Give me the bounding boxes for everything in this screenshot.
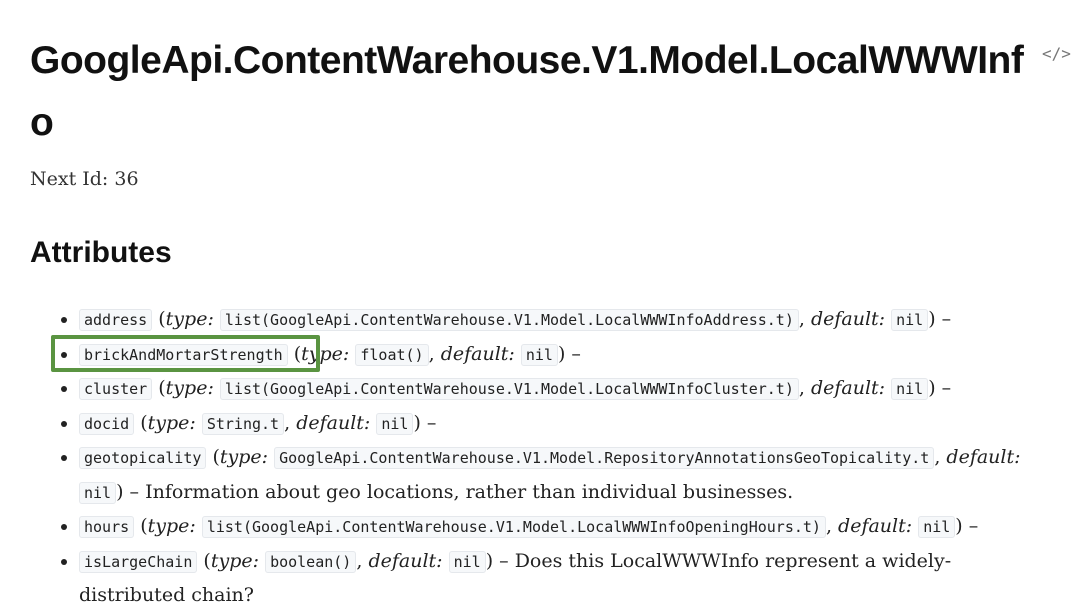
attribute-type[interactable]: list(GoogleApi.ContentWarehouse.V1.Model… bbox=[201, 516, 826, 538]
attribute-item-brickAndMortarStrength: brickAndMortarStrength (type: float(), d… bbox=[79, 338, 1039, 373]
attribute-name[interactable]: geotopicality bbox=[79, 447, 207, 469]
attribute-name[interactable]: hours bbox=[79, 516, 135, 538]
type-label: type: bbox=[147, 515, 196, 537]
attribute-item-isLargeChain: isLargeChain (type: boolean(), default: … bbox=[79, 545, 1039, 613]
attribute-item-geotopicality: geotopicality (type: GoogleApi.ContentWa… bbox=[79, 441, 1039, 510]
default-label: default: bbox=[296, 411, 371, 434]
attribute-type[interactable]: float() bbox=[355, 343, 429, 366]
attribute-default: nil bbox=[376, 412, 414, 435]
attribute-type[interactable]: GoogleApi.ContentWarehouse.V1.Model.Repo… bbox=[274, 447, 935, 469]
type-label: type: bbox=[165, 377, 214, 399]
attribute-name[interactable]: isLargeChain bbox=[79, 550, 198, 573]
attribute-default: nil bbox=[520, 343, 558, 366]
attribute-description: Information about geo locations, rather … bbox=[145, 480, 794, 503]
default-label: default: bbox=[946, 446, 1021, 468]
type-label: type: bbox=[147, 411, 196, 434]
attribute-name[interactable]: docid bbox=[79, 412, 135, 435]
default-label: default: bbox=[368, 549, 443, 572]
type-label: type: bbox=[210, 549, 260, 572]
attribute-type[interactable]: String.t bbox=[201, 412, 285, 435]
attribute-default: nil bbox=[448, 550, 486, 573]
attribute-type[interactable]: list(GoogleApi.ContentWarehouse.V1.Model… bbox=[219, 309, 799, 331]
highlight-box bbox=[51, 335, 320, 372]
view-source-icon[interactable]: </> bbox=[1042, 44, 1071, 63]
attribute-name[interactable]: address bbox=[79, 309, 153, 331]
attribute-name[interactable]: brickAndMortarStrength bbox=[79, 343, 288, 366]
attribute-default: nil bbox=[891, 309, 929, 331]
attribute-type[interactable]: boolean() bbox=[265, 550, 357, 573]
attribute-default: nil bbox=[918, 516, 956, 538]
default-label: default: bbox=[440, 342, 515, 365]
attribute-default: nil bbox=[79, 481, 117, 504]
attribute-item-hours: hours (type: list(GoogleApi.ContentWareh… bbox=[79, 510, 1039, 545]
attribute-name[interactable]: cluster bbox=[79, 378, 153, 400]
attribute-default: nil bbox=[891, 378, 929, 400]
type-label: type: bbox=[165, 308, 214, 330]
attribute-item-docid: docid (type: String.t, default: nil) – bbox=[79, 407, 1039, 442]
type-label: type: bbox=[219, 446, 269, 468]
default-label: default: bbox=[810, 377, 886, 399]
attributes-heading: Attributes bbox=[30, 236, 172, 269]
default-label: default: bbox=[838, 515, 913, 537]
attribute-item-cluster: cluster (type: list(GoogleApi.ContentWar… bbox=[79, 372, 1039, 407]
attribute-description: Does this LocalWWWInfo represent a widel… bbox=[79, 549, 952, 607]
page-title: GoogleApi.ContentWarehouse.V1.Model.Loca… bbox=[30, 39, 1024, 144]
attributes-list: address (type: list(GoogleApi.ContentWar… bbox=[30, 303, 1039, 613]
attribute-item-address: address (type: list(GoogleApi.ContentWar… bbox=[79, 303, 1039, 338]
type-label: type: bbox=[301, 342, 350, 365]
attribute-type[interactable]: list(GoogleApi.ContentWarehouse.V1.Model… bbox=[219, 378, 799, 400]
page-title-wrap: GoogleApi.ContentWarehouse.V1.Model.Loca… bbox=[30, 30, 1040, 154]
default-label: default: bbox=[810, 308, 886, 330]
next-id-text: Next Id: 36 bbox=[30, 168, 139, 190]
